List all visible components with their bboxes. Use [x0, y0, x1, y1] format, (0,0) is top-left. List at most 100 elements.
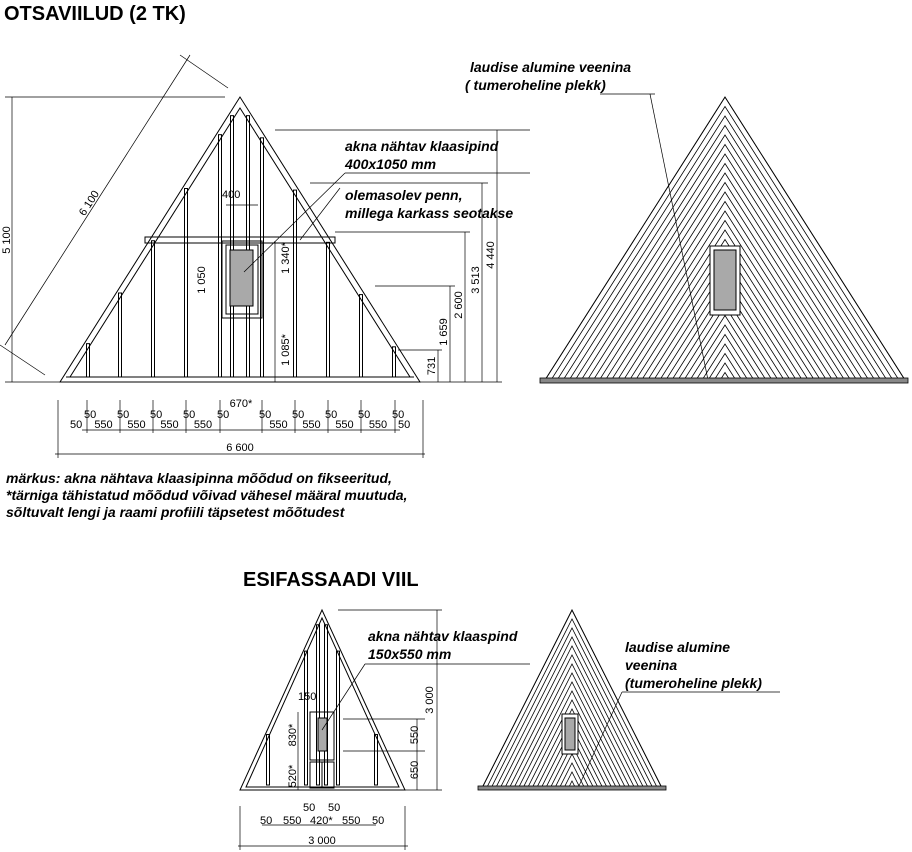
stud: [184, 188, 188, 378]
cladding-board: [707, 392, 743, 421]
cladding-board: [555, 153, 895, 380]
dim-window-width: 150: [298, 691, 316, 703]
cladding-board: [506, 699, 638, 788]
collar-beam: [144, 236, 336, 244]
cladding-board: [694, 371, 756, 380]
dim-stud: 50: [303, 802, 315, 814]
main-gable-cladding: [539, 96, 909, 421]
note-cladding: laudise alumine: [625, 639, 730, 655]
stud: [392, 346, 396, 378]
note-glass: akna nähtav klaaspind: [368, 628, 518, 644]
cladding-board: [538, 762, 606, 788]
dim-stud: 50: [259, 409, 271, 421]
window-frame: [221, 240, 263, 319]
dim-2600: 2 600: [453, 291, 465, 319]
stud: [218, 134, 222, 378]
note-cladding-2: ( tumeroheline plekk): [465, 77, 606, 93]
cladding-board: [482, 627, 662, 788]
cladding-board: [579, 191, 871, 380]
cladding-board: [543, 771, 601, 788]
stud: [324, 624, 328, 786]
dim-stud: 50: [372, 815, 384, 827]
dim-1085: 1 085*: [280, 333, 292, 366]
dim-stud: 50: [292, 409, 304, 421]
front-gable-frame: [239, 608, 406, 791]
stud: [86, 343, 90, 378]
dim-3513: 3 513: [470, 266, 482, 294]
dim-total: 3 000: [308, 835, 336, 847]
cladding-board: [664, 324, 786, 380]
stud: [326, 241, 330, 378]
cladding-board: [603, 229, 847, 380]
front-dimensions: 150 830* 520* 550 650 3 000 3 000 50 550…: [238, 609, 442, 850]
dim-1659: 1 659: [438, 318, 450, 346]
cladding-board: [688, 362, 762, 380]
drip-flashing: [477, 785, 667, 791]
dim-stud: 50: [325, 409, 337, 421]
main-gable-frame: [59, 96, 421, 383]
dim-bay: 550: [335, 419, 353, 431]
stud: [246, 115, 250, 378]
dim-window-height: 1 050: [196, 266, 208, 294]
cladding-board: [482, 618, 662, 788]
dim-height: 5 100: [1, 226, 13, 254]
dim-total: 6 600: [226, 442, 254, 454]
cladding-board: [553, 790, 591, 828]
dim-stud: 50: [398, 419, 410, 431]
cladding-board: [545, 134, 905, 380]
dim-mid: 420*: [310, 815, 333, 827]
dim-stud: 50: [392, 409, 404, 421]
cladding-board: [676, 343, 774, 380]
cladding-board: [482, 645, 662, 788]
note-pen-2: millega karkass seotakse: [345, 205, 513, 221]
dim-bay: 550: [127, 419, 145, 431]
remark-line-1: märkus: akna nähtava klaasipinna mõõdud …: [6, 470, 392, 486]
dim-520: 520*: [287, 764, 299, 787]
window-glass: [713, 249, 737, 311]
dim-bay: 550: [194, 419, 212, 431]
note-pen: olemasolev penn,: [345, 187, 462, 203]
cladding-board: [597, 219, 853, 380]
main-dimensions: 5 100 6 100 400 1 050 1 340* 1 085* 731 …: [0, 54, 530, 458]
stud: [304, 650, 308, 786]
dim-stud: 50: [328, 802, 340, 814]
cladding-board: [549, 143, 901, 380]
dim-slope: 6 100: [77, 189, 102, 219]
dim-mid: 670*: [230, 398, 253, 410]
drip-flashing: [539, 377, 909, 384]
dim-830: 830*: [287, 723, 299, 746]
dim-height: 3 000: [424, 686, 436, 714]
main-title: OTSAVIILUD (2 TK): [4, 3, 186, 25]
dim-bay: 550: [283, 815, 301, 827]
dim-bay: 550: [94, 419, 112, 431]
cladding-board: [493, 672, 651, 788]
dim-stud: 50: [84, 409, 96, 421]
window-glass: [229, 249, 254, 307]
stud: [336, 650, 340, 786]
dim-bay: 550: [302, 419, 320, 431]
stud: [230, 115, 234, 378]
note-glass: akna nähtav klaasipind: [345, 138, 499, 154]
cladding-board: [545, 115, 905, 380]
stud: [118, 292, 122, 378]
dim-bay: 550: [342, 815, 360, 827]
front-notes: akna nähtav klaaspind 150x550 mm laudise…: [321, 628, 780, 789]
cladding-board: [502, 690, 642, 788]
stud: [266, 734, 270, 786]
cladding-board: [547, 780, 597, 788]
cladding-board: [482, 636, 662, 788]
remark-line-3: sõltuvalt lengi ja raami profiili täpset…: [6, 504, 346, 520]
dim-4440: 4 440: [485, 241, 497, 269]
dim-window-width: 400: [222, 189, 240, 201]
front-gable-cladding: [477, 608, 667, 828]
cladding-board: [585, 200, 865, 380]
note-glass-size: 400x1050 mm: [344, 156, 436, 172]
cladding-board: [682, 352, 768, 380]
dim-650: 650: [409, 761, 421, 779]
cladding-board: [545, 105, 905, 380]
window-frame: [309, 711, 335, 761]
cladding-board: [701, 382, 749, 420]
cladding-board: [534, 753, 610, 788]
dim-bay: 550: [369, 419, 387, 431]
